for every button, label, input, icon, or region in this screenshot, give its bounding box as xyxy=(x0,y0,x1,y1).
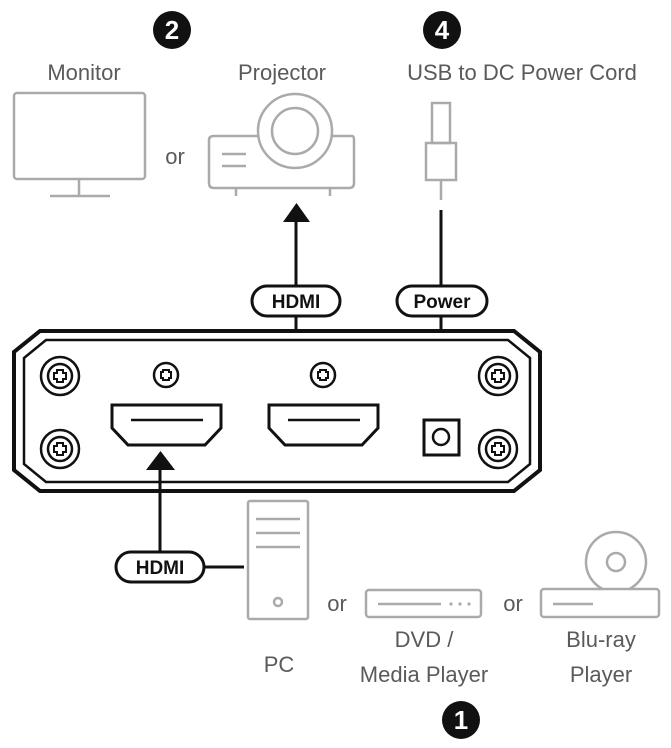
dc-power-port xyxy=(422,418,461,457)
step-number-1: 1 xyxy=(454,705,468,735)
pc-label: PC xyxy=(264,652,295,677)
projector-icon xyxy=(207,92,356,196)
dvd-label-line1: DVD / xyxy=(395,627,455,652)
usb-power-cord-label: USB to DC Power Cord xyxy=(407,60,637,85)
usb-power-cord-icon xyxy=(424,101,458,200)
bluray-label-line1: Blu-ray xyxy=(566,627,636,652)
projector-label: Projector xyxy=(238,60,326,85)
dvd-player-icon xyxy=(364,588,483,619)
screw-top-right xyxy=(477,355,519,397)
port-screw-right xyxy=(309,361,337,389)
bluray-label-line2: Player xyxy=(570,662,632,687)
screw-bottom-left xyxy=(39,428,81,470)
output-hdmi-label: HDMI xyxy=(272,292,321,313)
hdmi-output-port xyxy=(267,403,380,447)
or-separator-monitor: or xyxy=(165,144,185,169)
step-badge-1: 1 xyxy=(442,701,480,739)
bluray-player-icon xyxy=(539,530,661,619)
screw-bottom-right xyxy=(477,428,519,470)
power-label: Power xyxy=(413,292,471,313)
port-screw-left xyxy=(152,361,180,389)
or-separator-pc: or xyxy=(327,591,347,616)
input-arrow xyxy=(146,451,175,552)
or-separator-dvd: or xyxy=(503,591,523,616)
input-hdmi-pill: HDMI xyxy=(114,550,206,584)
input-hdmi-label: HDMI xyxy=(136,558,185,579)
dvd-label-line2: Media Player xyxy=(360,662,488,687)
pc-icon xyxy=(246,499,310,621)
hdmi-input-port xyxy=(110,403,223,447)
step-number-4: 4 xyxy=(435,15,450,45)
step-badge-2: 2 xyxy=(153,11,191,49)
device-unit xyxy=(12,329,542,493)
output-hdmi-pill: HDMI xyxy=(250,284,342,318)
screw-top-left xyxy=(39,355,81,397)
power-pill: Power xyxy=(395,284,489,318)
step-number-2: 2 xyxy=(165,15,179,45)
step-badge-4: 4 xyxy=(423,11,461,49)
monitor-label: Monitor xyxy=(47,60,120,85)
monitor-icon xyxy=(12,91,147,198)
